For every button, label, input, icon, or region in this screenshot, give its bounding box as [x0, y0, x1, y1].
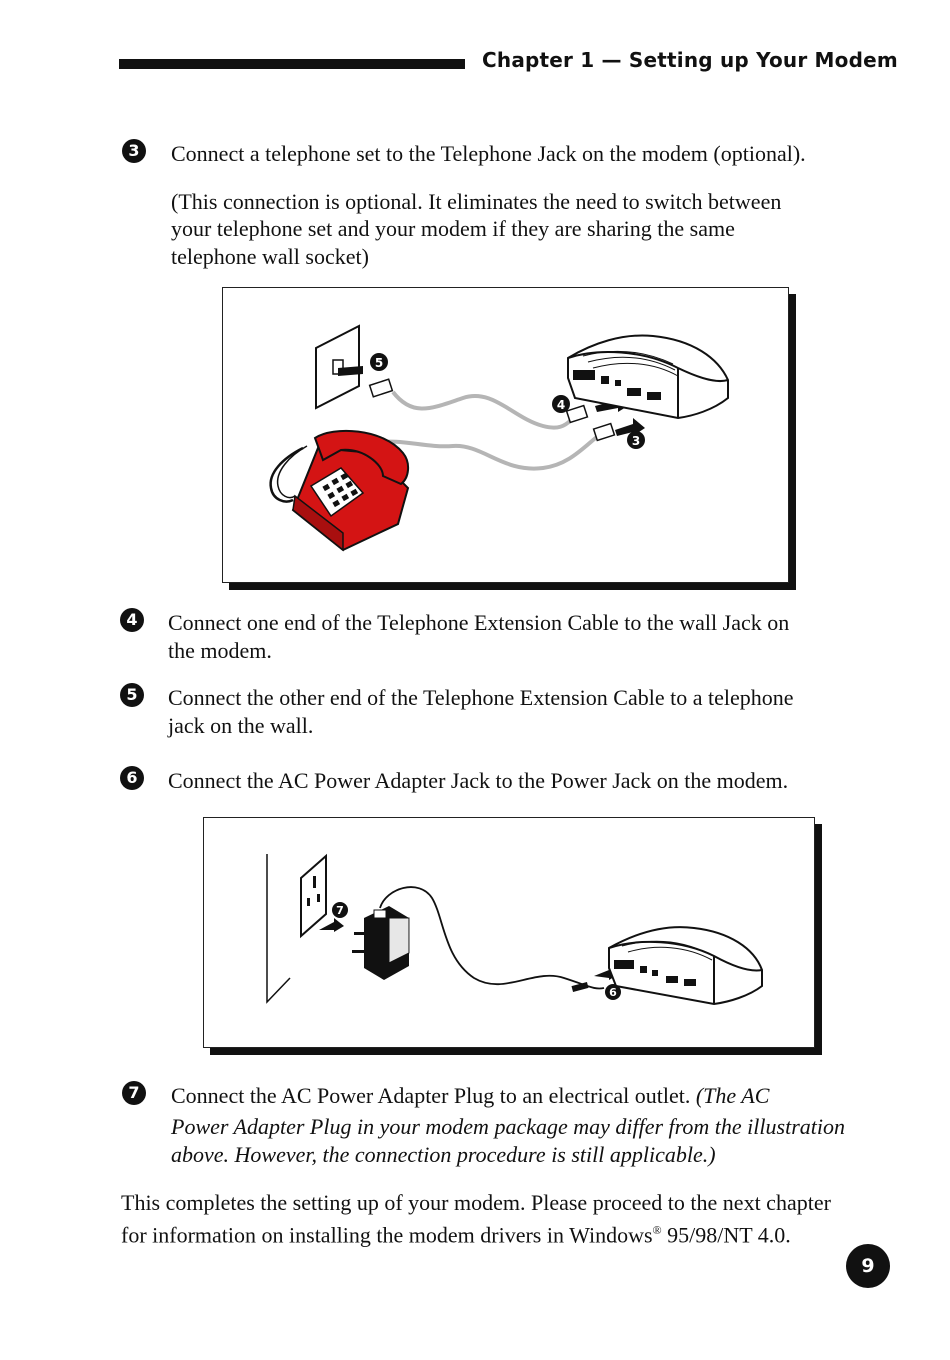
header-rule [119, 59, 465, 69]
power-adapter-icon [352, 906, 410, 980]
step-4-text-line-2: the modem. [168, 638, 272, 663]
power-outlet-icon [300, 853, 327, 939]
arrow-icon [319, 918, 344, 932]
telephone-connection-illustration: 5 4 3 [269, 324, 729, 552]
callout-6: 6 [605, 984, 621, 1000]
svg-text:6: 6 [609, 986, 617, 999]
step-4-text-line-1: Connect one end of the Telephone Extensi… [168, 610, 790, 635]
modem-plug-icon [565, 404, 616, 442]
wall-jack-icon [315, 324, 363, 410]
callout-5: 5 [370, 353, 388, 371]
step-7-bullet: 7 [122, 1081, 146, 1105]
step-7-note-line-3: above. However, the connection procedure… [171, 1142, 716, 1167]
wall-edge [266, 854, 291, 1004]
step-3-bullet: 3 [122, 139, 146, 163]
power-connection-illustration: 7 6 [266, 853, 763, 1006]
modem-icon [608, 926, 763, 1006]
optional-note-line-1: (This connection is optional. It elimina… [171, 189, 782, 214]
step-7-text: Connect the AC Power Adapter Plug to an … [171, 1083, 691, 1108]
power-jack-plug-icon [571, 982, 589, 992]
step-5-bullet: 5 [120, 683, 144, 707]
step-7-text-line-1: Connect the AC Power Adapter Plug to an … [171, 1082, 769, 1110]
registered-mark: ® [652, 1223, 662, 1237]
step-5-text-line-1: Connect the other end of the Telephone E… [168, 685, 794, 710]
wall-cable [391, 390, 573, 430]
figure-telephone-connection: 5 4 3 [222, 287, 789, 583]
closing-line-2-start: for information on installing the modem … [121, 1222, 653, 1248]
step-6-bullet: 6 [120, 766, 144, 790]
rj11-plug-icon [368, 378, 394, 398]
step-4-bullet: 4 [120, 608, 144, 632]
closing-line-2: for information on installing the modem … [121, 1216, 791, 1249]
optional-note-line-3: telephone wall socket) [171, 244, 369, 269]
chapter-header-title: Chapter 1 — Setting up Your Modem [482, 48, 898, 72]
callout-7: 7 [332, 902, 348, 918]
step-3-text: Connect a telephone set to the Telephone… [171, 141, 806, 166]
telephone-icon [269, 429, 410, 552]
svg-text:3: 3 [632, 434, 640, 448]
svg-text:7: 7 [336, 904, 344, 917]
page-number: 9 [846, 1244, 890, 1288]
callout-4: 4 [552, 395, 570, 413]
optional-note-line-2: your telephone set and your modem if the… [171, 216, 735, 241]
phone-cable [372, 434, 600, 471]
step-7-note-line-2: Power Adapter Plug in your modem package… [171, 1114, 845, 1139]
closing-line-1: This completes the setting up of your mo… [121, 1190, 831, 1215]
power-cord [379, 886, 605, 990]
closing-line-2-end: 95/98/NT 4.0. [661, 1222, 791, 1248]
step-6-text: Connect the AC Power Adapter Jack to the… [168, 768, 789, 793]
step-5-text-line-2: jack on the wall. [168, 713, 314, 738]
svg-text:4: 4 [557, 398, 565, 412]
figure-power-connection: 7 6 [203, 817, 815, 1048]
callout-3: 3 [627, 431, 645, 449]
modem-icon [567, 334, 729, 420]
step-7-note-start: (The AC [695, 1083, 770, 1108]
svg-text:5: 5 [375, 356, 383, 370]
